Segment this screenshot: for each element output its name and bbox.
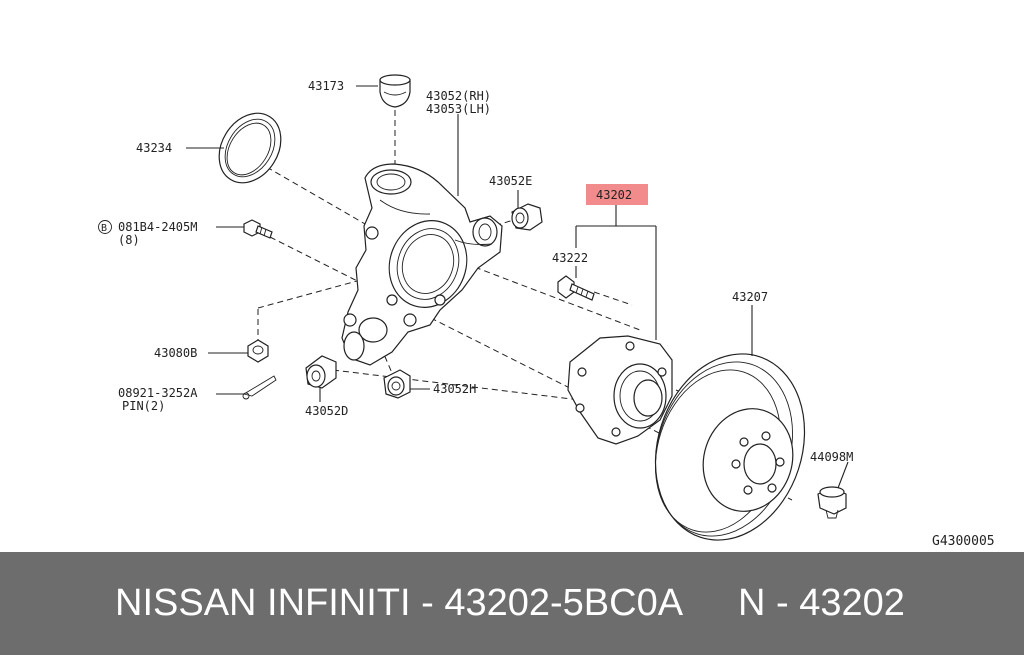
part-43234-seal	[218, 112, 282, 184]
label-43052e: 43052E	[489, 174, 532, 188]
label-43052h: 43052H	[433, 382, 476, 396]
label-43080b: 43080B	[154, 346, 197, 360]
footer-part-title: NISSAN INFINITI - 43202-5BC0A	[115, 582, 684, 624]
label-081b4-2405m: 081B4-2405M	[118, 220, 197, 234]
part-43080b-nut	[247, 339, 269, 363]
footer-part-number: N - 43202	[738, 582, 905, 624]
label-44098m: 44098M	[810, 450, 853, 464]
part-43052d-bushing	[305, 355, 337, 389]
label-43053-lh: 43053(LH)	[426, 102, 491, 116]
part-knuckle-43052-43053	[341, 163, 503, 366]
part-43052e-bushing	[511, 203, 543, 231]
leader-lines	[186, 85, 849, 489]
part-43222-bolt	[557, 275, 595, 301]
label-43052-rh: 43052(RH)	[426, 89, 491, 103]
label-43052d: 43052D	[305, 404, 348, 418]
label-43202: 43202	[596, 188, 632, 202]
figure-code: G4300005	[932, 534, 995, 549]
part-43207-brake-disc	[654, 353, 806, 541]
part-43202-hub-assembly	[567, 335, 673, 445]
label-43207: 43207	[732, 290, 768, 304]
part-08921-pin	[242, 375, 277, 400]
circle-b-marker	[98, 220, 112, 234]
footer-bar: NISSAN INFINITI - 43202-5BC0A N - 43202	[0, 552, 1024, 655]
label-43234: 43234	[136, 141, 172, 155]
part-081b4-bolt	[243, 219, 273, 239]
label-bolt-qty: (8)	[118, 233, 140, 247]
label-pin-qty: PIN(2)	[122, 399, 165, 413]
highlight-43202	[586, 184, 648, 205]
part-43052h-bushing	[383, 369, 411, 399]
label-43222: 43222	[552, 251, 588, 265]
part-43173-bushing	[379, 74, 411, 108]
label-43173: 43173	[308, 79, 344, 93]
label-circle-b: B	[101, 223, 107, 234]
label-08921-3252a: 08921-3252A	[118, 386, 198, 400]
parts-diagram: 43173 43052(RH) 43053(LH) 43234 43052E 4…	[98, 74, 995, 549]
part-44098m-plug	[817, 486, 847, 519]
